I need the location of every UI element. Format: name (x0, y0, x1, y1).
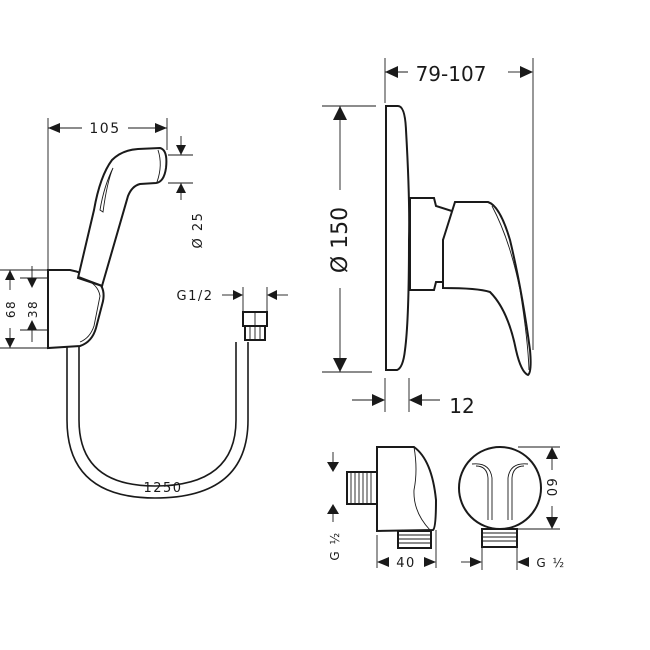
dim-outlet-depth-label: 40 (396, 556, 416, 571)
dim-width-label: 105 (89, 121, 120, 137)
handheld-spray: 105 Ø 25 68 38 1250 (0, 118, 288, 499)
wall-outlet: G ½ 40 60 G ½ (327, 446, 565, 571)
dim-thread-front-label: G ½ (536, 556, 565, 570)
dim-thread-side-label: G ½ (328, 531, 342, 560)
concealed-mixer: 79-107 Ø 150 12 (322, 58, 534, 418)
dim-holder-inner-label: 38 (26, 300, 40, 318)
dim-plate-thickness-label: 12 (449, 394, 474, 418)
dim-head-diameter-label: Ø 25 (191, 212, 206, 249)
dim-plate-diameter-label: Ø 150 (328, 207, 353, 273)
dim-holder-height-label: 68 (4, 300, 18, 318)
dim-hose-length-label: 1250 (143, 481, 182, 496)
dim-outlet-diameter-label: 60 (543, 478, 558, 498)
dim-connector-label: G1/2 (177, 289, 214, 304)
dim-depth-label: 79-107 (416, 62, 487, 86)
